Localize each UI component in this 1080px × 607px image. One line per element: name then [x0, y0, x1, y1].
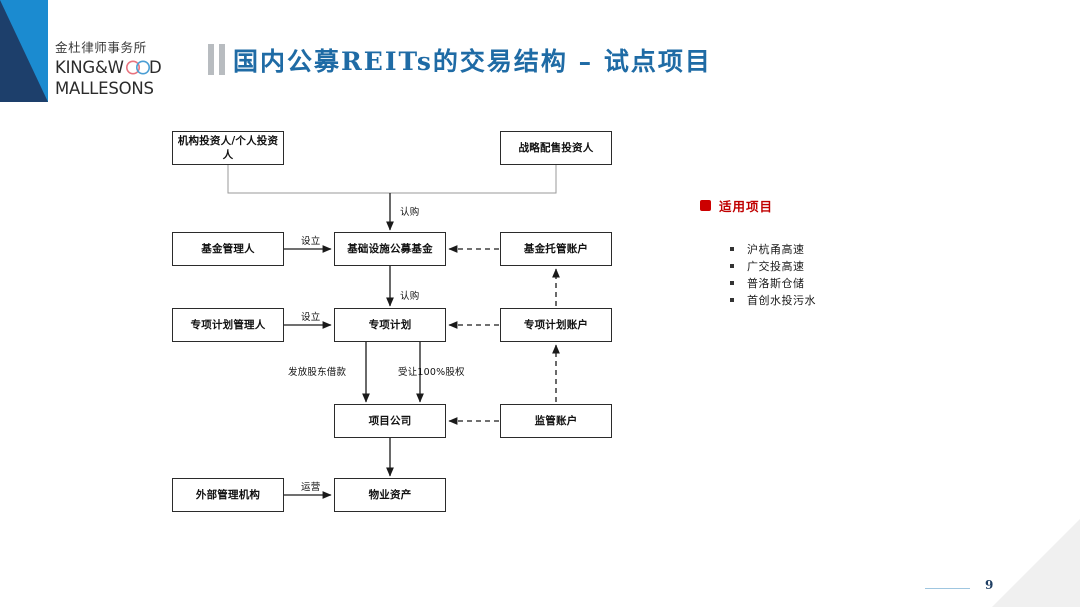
project-list-item: 沪杭甬高速: [730, 241, 960, 258]
edge-label-establish-plan: 设立: [301, 312, 321, 323]
node-supervision-account: 监管账户: [500, 404, 612, 438]
node-fund-custody-account: 基金托管账户: [500, 232, 612, 266]
panel-header: 适用项目: [700, 196, 960, 215]
project-list-item: 广交投高速: [730, 258, 960, 275]
edge-label-acquire-equity: 受让100%股权: [398, 367, 465, 378]
node-project-company: 项目公司: [334, 404, 446, 438]
applicable-projects-panel: 适用项目 沪杭甬高速广交投高速普洛斯仓储首创水投污水: [700, 196, 960, 309]
node-institutional-investors: 机构投资人/个人投资人: [172, 131, 284, 165]
red-bullet-icon: [700, 200, 711, 211]
node-label: 基金管理人: [201, 243, 255, 255]
node-label: 专项计划管理人: [190, 319, 266, 331]
brand-corner-mark: [0, 0, 48, 102]
edge-investors-to-fund: [227, 165, 557, 194]
edge-label-subscribe-plan: 认购: [400, 291, 420, 302]
edge-label-shareholder-loan: 发放股东借款: [288, 367, 347, 378]
node-label: 外部管理机构: [195, 489, 261, 501]
panel-title: 适用项目: [719, 199, 774, 214]
project-list: 沪杭甬高速广交投高速普洛斯仓储首创水投污水: [730, 241, 960, 309]
node-label: 专项计划账户: [523, 319, 589, 331]
svg-text:MALLESONS: MALLESONS: [55, 79, 154, 98]
node-abs-plan-account: 专项计划账户: [500, 308, 612, 342]
project-list-item: 普洛斯仓储: [730, 275, 960, 292]
logo: 金杜律师事务所 KING&W D MALLESONS: [55, 40, 173, 100]
svg-text:D: D: [149, 58, 162, 77]
node-label: 物业资产: [368, 489, 412, 501]
node-label: 专项计划: [368, 319, 412, 331]
accent-bar-2: [219, 44, 225, 75]
logo-chinese-text: 金杜律师事务所: [55, 40, 147, 55]
node-abs-plan-manager: 专项计划管理人: [172, 308, 284, 342]
page-number: 9: [985, 578, 994, 592]
node-fund-manager: 基金管理人: [172, 232, 284, 266]
footer-corner-decoration: [992, 519, 1080, 607]
node-label: 战略配售投资人: [518, 142, 594, 154]
node-label: 项目公司: [368, 415, 412, 427]
node-property-assets: 物业资产: [334, 478, 446, 512]
node-abs-plan: 专项计划: [334, 308, 446, 342]
edge-label-subscribe-fund: 认购: [400, 207, 420, 218]
title-accent-bars: [208, 44, 225, 75]
edge-label-establish-fund: 设立: [301, 236, 321, 247]
node-strategic-investors: 战略配售投资人: [500, 131, 612, 165]
svg-text:KING&W: KING&W: [55, 58, 124, 77]
node-label: 基金托管账户: [523, 243, 589, 255]
edge-label-operate: 运营: [301, 482, 321, 493]
node-label: 基础设施公募基金: [347, 243, 433, 255]
footer-rule: [925, 588, 970, 589]
node-external-manager: 外部管理机构: [172, 478, 284, 512]
accent-bar-1: [208, 44, 214, 75]
page-title: 国内公募REITs的交易结构 – 试点项目: [233, 47, 712, 76]
logo-english-text: KING&W D MALLESONS: [55, 56, 173, 100]
project-list-item: 首创水投污水: [730, 292, 960, 309]
node-infrastructure-public-fund: 基础设施公募基金: [334, 232, 446, 266]
node-label: 机构投资人/个人投资人: [177, 135, 279, 161]
node-label: 监管账户: [534, 415, 578, 427]
